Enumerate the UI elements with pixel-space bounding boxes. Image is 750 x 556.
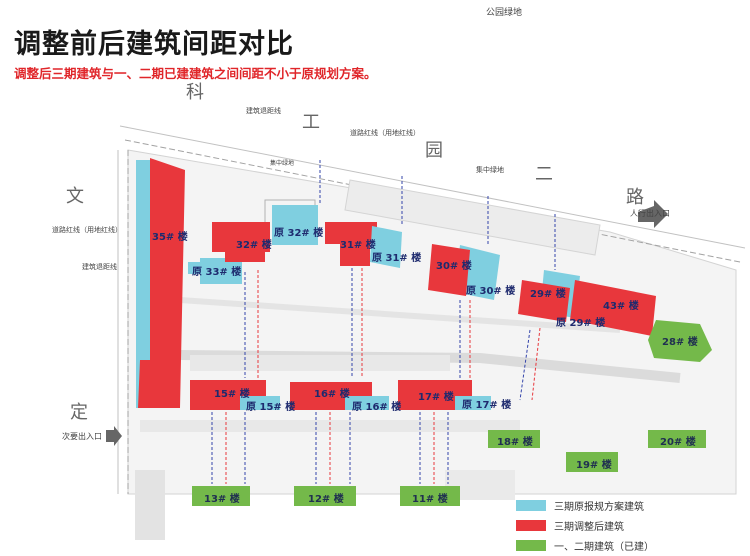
building-label-33-orig: 原 33# 楼: [192, 267, 242, 278]
building-label-43: 43# 楼: [603, 301, 639, 312]
building-label-19: 19# 楼: [576, 460, 612, 471]
building-28-built: [648, 320, 712, 362]
secondary-entrance-label: 次要出入口: [62, 432, 102, 441]
page-subtitle: 调整后三期建筑与一、二期已建建筑之间间距不小于原规划方案。: [14, 66, 377, 81]
setback-label-top: 建筑退距线: [246, 107, 281, 115]
page-title: 调整前后建筑间距对比: [14, 29, 294, 60]
building-15-original: [240, 396, 280, 410]
building-32-original: [272, 205, 318, 245]
legend-item-adjusted: 三期调整后建筑: [516, 516, 666, 534]
building-32-new: [212, 222, 270, 262]
building-19-built: [566, 452, 618, 472]
building-label-31-orig: 原 31# 楼: [372, 253, 422, 264]
building-35-original: [136, 160, 150, 408]
building-label-15-orig: 原 15# 楼: [246, 402, 296, 413]
building-29-new: [518, 280, 570, 322]
building-label-31: 31# 楼: [340, 240, 376, 251]
building-label-12: 12# 楼: [308, 494, 344, 505]
building-label-16-orig: 原 16# 楼: [352, 402, 402, 413]
building-label-32-orig: 原 32# 楼: [274, 228, 324, 239]
building-label-28: 28# 楼: [662, 337, 698, 348]
central-green-label: 集中绿地: [476, 166, 504, 174]
building-30-new: [428, 244, 470, 296]
building-label-17: 17# 楼: [418, 392, 454, 403]
entrance-arrow-main: [638, 200, 668, 228]
building-label-18: 18# 楼: [497, 437, 533, 448]
road-char-4: 二: [535, 164, 553, 185]
central-green-small: 集中绿地: [270, 160, 295, 167]
legend-item-built: 一、二期建筑（已建）: [516, 536, 666, 554]
road-left-char-2: 定: [70, 402, 88, 423]
main-entrance-label: 人行出入口: [630, 209, 670, 218]
building-11-built: [400, 486, 460, 506]
building-label-30: 30# 楼: [436, 261, 472, 272]
building-label-17-orig: 原 17# 楼: [462, 400, 512, 411]
building-43-new: [570, 280, 656, 336]
setback-label-left: 建筑退距线: [82, 263, 117, 271]
red-line-label-left: 道路红线（用地红线）: [52, 226, 122, 234]
building-17-original: [455, 396, 491, 410]
building-label-15: 15# 楼: [214, 389, 250, 400]
legend-swatch-original: [516, 499, 546, 511]
building-13-built: [192, 486, 250, 506]
dimension-lines: [211, 160, 556, 484]
red-line-label-top: 道路红线（用地红线）: [350, 129, 420, 137]
road-left-char-1: 文: [66, 186, 84, 207]
legend-swatch-adjusted: [516, 519, 546, 531]
legend-item-original: 三期原报规方案建筑: [516, 496, 666, 514]
building-31-new: [325, 222, 377, 266]
building-18-built: [488, 430, 540, 448]
road-char-5: 路: [626, 187, 644, 208]
legend: 三期原报规方案建筑 三期调整后建筑 一、二期建筑（已建）: [516, 496, 666, 556]
dimension-lines-red: [225, 268, 541, 484]
legend-swatch-built: [516, 539, 546, 551]
building-label-32: 32# 楼: [236, 240, 272, 251]
legend-label-adjusted: 三期调整后建筑: [554, 521, 624, 533]
building-16-original: [345, 396, 389, 410]
building-label-13: 13# 楼: [204, 494, 240, 505]
road-char-2: 工: [302, 112, 320, 133]
building-label-16: 16# 楼: [314, 389, 350, 400]
building-12-built: [294, 486, 356, 506]
building-31-original: [370, 226, 402, 268]
building-label-29: 29# 楼: [530, 289, 566, 300]
entrance-arrow-secondary: [106, 426, 122, 446]
building-label-29-orig: 原 29# 楼: [556, 318, 606, 329]
legend-label-original: 三期原报规方案建筑: [554, 501, 644, 513]
building-20-built: [648, 430, 706, 448]
building-label-35: 35# 楼: [152, 232, 188, 243]
building-35-new: [138, 158, 185, 408]
legend-label-built: 一、二期建筑（已建）: [554, 541, 654, 553]
park-green-label: 公园绿地: [486, 8, 523, 18]
building-label-20: 20# 楼: [660, 437, 696, 448]
building-label-11: 11# 楼: [412, 494, 448, 505]
road-char-1: 科: [186, 82, 204, 103]
road-char-3: 园: [425, 140, 443, 161]
building-33-original: [188, 258, 242, 284]
building-label-30-orig: 原 30# 楼: [466, 286, 516, 297]
